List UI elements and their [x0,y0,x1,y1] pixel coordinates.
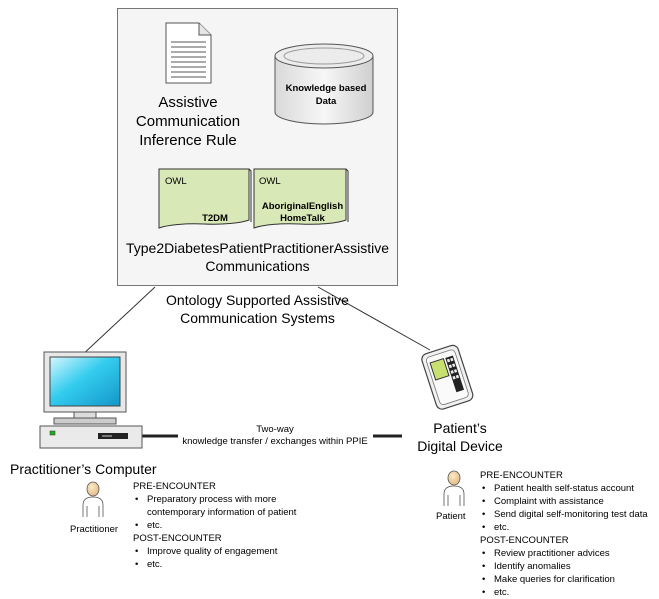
practitioner-post-list: Improve quality of engagement etc. [133,545,333,571]
owl-name-aboriginal: AboriginalEnglish HomeTalk [261,201,344,224]
system-label-line1: Ontology Supported Assistive [166,292,349,308]
list-item: Preparatory process with more contempora… [133,493,333,519]
list-item: Review practitioner advices [480,547,658,560]
practitioner-pre-list: Preparatory process with more contempora… [133,493,333,532]
owl-tag-t2dm: OWL [165,176,187,187]
practitioner-pre-heading: PRE-ENCOUNTER [133,481,216,492]
inference-rule-label: Assistive Communication Inference Rule [135,94,241,149]
patient-post-list: Review practitioner advices Identify ano… [480,547,658,599]
knowledge-data-label: Knowledge based Data [285,83,367,107]
device-label-line2: Digital Device [417,438,503,454]
list-item: etc. [133,519,333,532]
owl-name-t2dm: T2DM [202,213,228,224]
owl-file-icon [253,168,349,229]
list-item: Make queries for clarification [480,573,658,586]
practitioner-person-icon [82,481,104,517]
system-label-line2: Communication Systems [180,310,335,326]
ontology-name-line1: Type2DiabetesPatientPractitionerAssistiv… [125,240,390,256]
practitioner-role-label: Practitioner [70,524,119,535]
list-item: Improve quality of engagement [133,545,333,558]
list-item: etc. [480,586,658,599]
owl-file-icon [158,168,252,229]
list-item: Send digital self-monitoring test data [480,508,658,521]
patient-post-heading: POST-ENCOUNTER [480,535,569,546]
link-to-device [317,286,431,351]
exchange-label-line2: knowledge transfer / exchanges within PP… [182,436,368,447]
list-item: etc. [480,521,658,534]
patient-notes: PRE-ENCOUNTER Patient health self-status… [480,469,658,599]
digital-device-icon [421,344,474,410]
list-item: etc. [133,558,333,571]
practitioner-post-heading: POST-ENCOUNTER [133,533,222,544]
computer-label: Practitioner’s Computer [10,461,157,477]
patient-person-icon [443,470,465,506]
exchange-label-line1: Two-way [256,424,294,435]
practitioner-notes: PRE-ENCOUNTER Preparatory process with m… [133,480,333,571]
patient-pre-list: Patient health self-status account Compl… [480,482,658,534]
list-item: Complaint with assistance [480,495,658,508]
list-item: Patient health self-status account [480,482,658,495]
ontology-name-line2: Communications [205,258,310,274]
link-to-computer [79,286,156,358]
list-item: Identify anomalies [480,560,658,573]
computer-icon [39,351,143,449]
patient-role-label: Patient [436,511,466,522]
owl-tag-aboriginal: OWL [259,176,281,187]
device-label-line1: Patient’s [433,420,487,436]
document-icon [165,22,212,84]
patient-pre-heading: PRE-ENCOUNTER [480,470,563,481]
database-icon [274,43,374,125]
